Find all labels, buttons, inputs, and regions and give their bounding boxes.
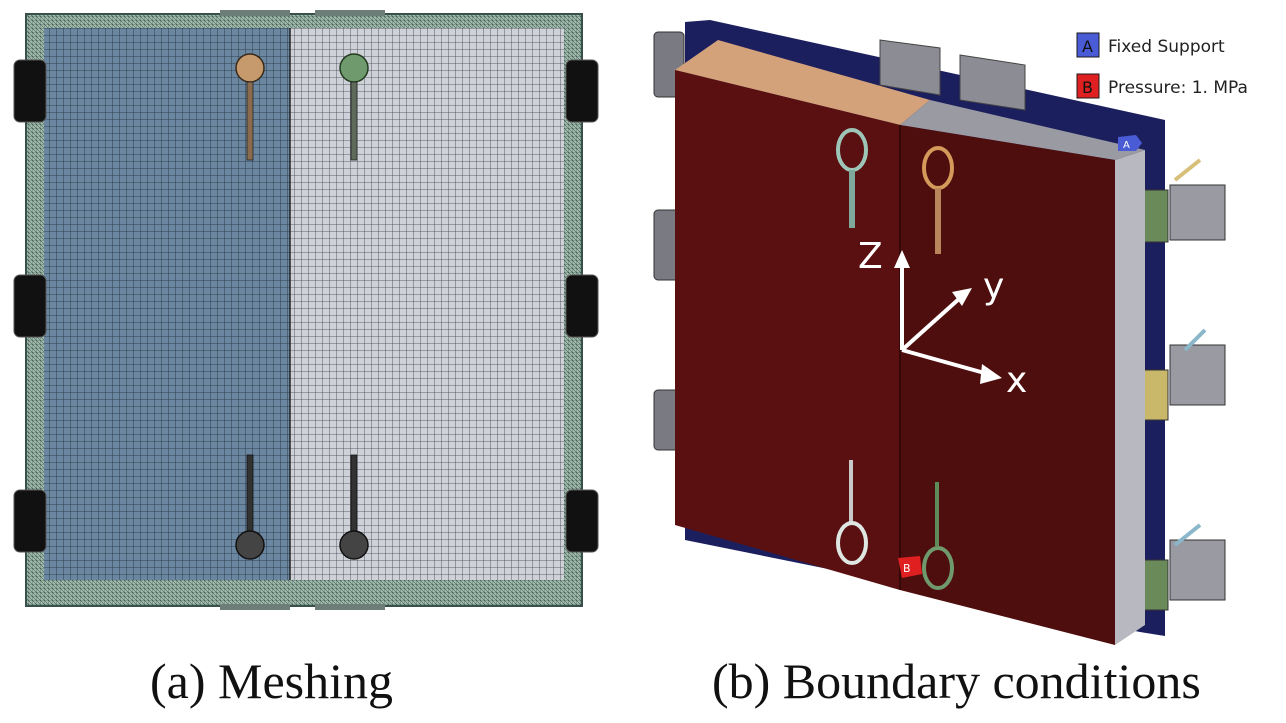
mesh-right-half (290, 28, 564, 580)
marker-b: B (898, 556, 922, 578)
marker-a-label: A (1123, 140, 1130, 151)
mesh-tab-bottom-left (220, 604, 290, 610)
plate-top-left (675, 40, 930, 125)
axis-y-label: y (983, 266, 1004, 307)
plate-top-right (900, 100, 1145, 160)
boundary-figure: B A Z y x A Fixed Support (653, 20, 1248, 645)
plate-side (1115, 150, 1145, 645)
caption-boundary-conditions: (b) Boundary conditions (712, 653, 1201, 709)
mesh-tab-top-right (315, 10, 385, 16)
coordinate-axes (894, 250, 1002, 384)
plate-front-left (675, 70, 900, 590)
marker-b-label: B (903, 562, 911, 575)
face-bolt-bottom-left (836, 460, 868, 565)
boundary-panel: B A Z y x A Fixed Support (640, 0, 1286, 660)
axis-z-label: Z (858, 236, 883, 277)
legend-label-pressure: Pressure: 1. MPa (1108, 78, 1248, 98)
meshing-panel (0, 0, 640, 620)
top-clamps (879, 39, 1026, 111)
plate-front-right (900, 125, 1115, 645)
mesh-bolt-top-right (339, 53, 369, 161)
legend-item-pressure: B Pressure: 1. MPa (1076, 73, 1248, 99)
mesh-bolt-top-left (235, 53, 265, 161)
mesh-clamps (13, 59, 599, 553)
legend-label-fixed-support: Fixed Support (1108, 37, 1225, 57)
axis-x-label: x (1006, 360, 1027, 401)
mesh-tab-bottom-right (315, 604, 385, 610)
legend: A Fixed Support B Pressure: 1. MPa (1076, 32, 1248, 99)
face-bolt-top-right (922, 146, 954, 254)
mesh-figure (13, 10, 599, 610)
marker-a: A (1118, 135, 1142, 151)
mesh-bolt-bottom-left (235, 454, 265, 560)
legend-key-b: B (1082, 78, 1093, 97)
legend-key-a: A (1082, 37, 1093, 56)
caption-meshing: (a) Meshing (150, 653, 393, 709)
mesh-bolt-bottom-right (339, 454, 369, 560)
face-bolt-bottom-right (922, 482, 954, 590)
mesh-tab-top-left (220, 10, 290, 16)
legend-item-fixed-support: A Fixed Support (1076, 32, 1225, 58)
face-bolt-top-left (836, 128, 868, 228)
